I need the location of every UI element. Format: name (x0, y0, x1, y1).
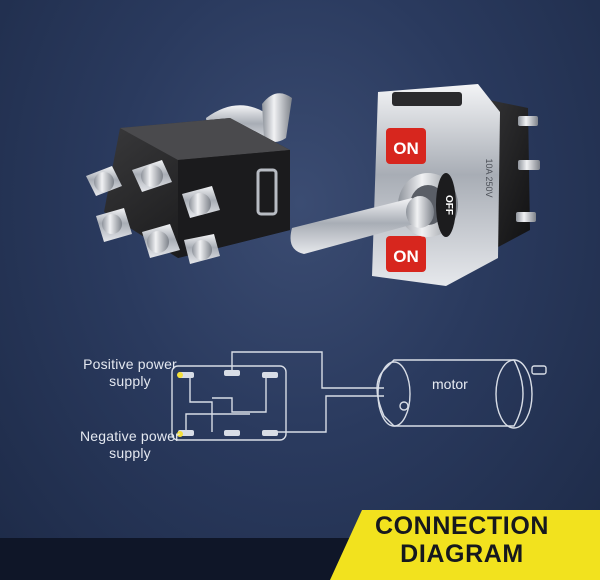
positive-label-line2: supply (109, 373, 151, 389)
screw-terminal (182, 186, 220, 218)
screw-terminal (96, 208, 132, 242)
toggle-lever (290, 198, 419, 254)
wire-to-motor-top (231, 351, 384, 389)
cross-wire-bottom (185, 413, 250, 432)
on-plate-bottom (386, 236, 426, 272)
motor-rear-cap (495, 359, 533, 429)
screw-terminal (86, 166, 122, 196)
screw-terminal (142, 224, 180, 258)
toggle-lever (262, 93, 292, 142)
negative-power-label: Negative power supply (56, 428, 204, 462)
side-bracket (256, 168, 278, 216)
terminal-lug (262, 372, 278, 378)
on-label-top: ON (393, 139, 419, 158)
banner-line1: CONNECTION (374, 512, 550, 540)
switch-terminal-box (171, 365, 287, 441)
motor-shaft (531, 365, 547, 375)
screw-terminal (184, 234, 220, 264)
positive-label-line1: Positive power (83, 356, 177, 372)
terminal-lug (224, 430, 240, 436)
cross-wire-right (212, 376, 267, 413)
negative-terminal-dot (177, 431, 183, 437)
off-label: OFF (443, 195, 454, 215)
negative-label-line2: supply (109, 445, 151, 461)
terminal-lug (262, 430, 278, 436)
toggle-switch-photos: ON ON OFF 10A 250V (86, 84, 540, 286)
negative-label-line1: Negative power (79, 428, 181, 444)
banner-line2: DIAGRAM (400, 540, 524, 568)
switch-front-view (290, 84, 540, 286)
switch-rear-view (86, 93, 292, 264)
positive-power-label: Positive power supply (56, 356, 204, 390)
rating-text: 10A 250V (484, 158, 494, 197)
banner-title: CONNECTION DIAGRAM (364, 512, 560, 568)
positive-terminal-dot (177, 372, 183, 378)
wiring-diagram (171, 351, 547, 441)
motor-label: motor (432, 376, 468, 392)
cross-wire-left (189, 376, 213, 432)
motor-terminal (399, 401, 409, 411)
terminal-lug (224, 370, 240, 376)
banner-yellow-panel (330, 510, 600, 580)
screw-terminal (132, 160, 172, 192)
on-label-bottom: ON (393, 247, 419, 266)
wire-to-motor-bottom (266, 395, 384, 433)
title-banner (0, 510, 600, 580)
on-plate-top (386, 128, 426, 164)
motor-end-cap (377, 361, 411, 427)
motor-outline (376, 359, 524, 427)
